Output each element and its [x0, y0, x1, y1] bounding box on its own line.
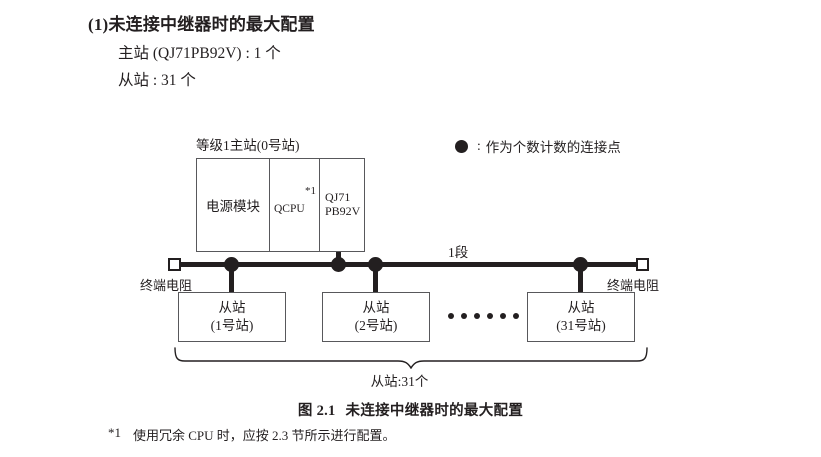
slave-1-drop-line	[229, 264, 234, 294]
terminator-left-label: 终端电阻	[140, 278, 193, 293]
ellipsis-dots-icon	[448, 313, 519, 319]
slave-station-box: 从站 (1号站)	[178, 292, 286, 342]
master-rack-caption: 等级1主站(0号站)	[196, 138, 300, 153]
filled-circle-icon	[455, 139, 468, 153]
figure-caption-text: 未连接中继器时的最大配置	[345, 403, 524, 419]
spec-slave-station: 从站 : 31 个	[118, 72, 196, 89]
slave-2-drop-line	[373, 264, 378, 294]
cpu-module-label: QCPU	[274, 203, 305, 215]
network-module-cell: QJ71 PB92V	[320, 159, 364, 251]
slave-title: 从站	[218, 299, 246, 315]
network-module-label-line1: QJ71	[325, 190, 351, 205]
slave-31-drop-line	[578, 264, 583, 294]
legend: : 作为个数计数的连接点	[455, 136, 621, 156]
footnote-text: 使用冗余 CPU 时，应按 2.3 节所示进行配置。	[133, 428, 396, 443]
cpu-footnote-marker: *1	[305, 185, 316, 197]
terminator-right-icon	[636, 258, 649, 271]
network-module-label: QJ71 PB92V	[325, 190, 361, 219]
slave-station-number: (31号站)	[556, 318, 606, 333]
legend-colon: :	[477, 138, 481, 153]
terminator-left-icon	[168, 258, 181, 271]
slave-station-box: 从站 (2号站)	[322, 292, 430, 342]
connection-node-slave-1	[224, 257, 239, 272]
section-heading-text: 未连接中继器时的最大配置	[108, 15, 315, 34]
segment-label: 1段	[448, 245, 469, 260]
power-module-cell: 电源模块	[197, 159, 270, 251]
network-module-label-line2: PB92V	[325, 204, 361, 218]
terminator-right-label: 终端电阻	[607, 278, 660, 293]
connection-node-slave-2	[368, 257, 383, 272]
slave-title: 从站	[362, 299, 390, 315]
slave-count-brace	[174, 347, 648, 369]
power-module-label: 电源模块	[206, 199, 260, 214]
bus-trunk-line	[174, 262, 644, 267]
slave-station-number: (2号站)	[354, 318, 398, 333]
spec-master-station: 主站 (QJ71PB92V) : 1 个	[118, 45, 281, 62]
cpu-module-cell: QCPU *1	[270, 159, 320, 251]
slave-station-number: (1号站)	[210, 318, 254, 333]
figure-caption-number: 图 2.1	[297, 403, 336, 419]
slave-count-label: 从站:31个	[370, 374, 429, 389]
legend-label: 作为个数计数的连接点	[485, 140, 621, 155]
footnote: *1 使用冗余 CPU 时，应按 2.3 节所示进行配置。	[108, 425, 396, 444]
figure-caption: 图 2.1 未连接中继器时的最大配置	[0, 399, 821, 420]
connection-node-master	[331, 257, 346, 272]
slave-title: 从站	[567, 299, 595, 315]
master-rack: 电源模块 QCPU *1 QJ71 PB92V	[196, 158, 365, 252]
connection-node-slave-31	[573, 257, 588, 272]
section-heading: (1) 未连接中继器时的最大配置	[88, 10, 315, 35]
slave-station-box: 从站 (31号站)	[527, 292, 635, 342]
footnote-marker: *1	[108, 425, 121, 440]
section-heading-number: (1)	[88, 15, 109, 34]
